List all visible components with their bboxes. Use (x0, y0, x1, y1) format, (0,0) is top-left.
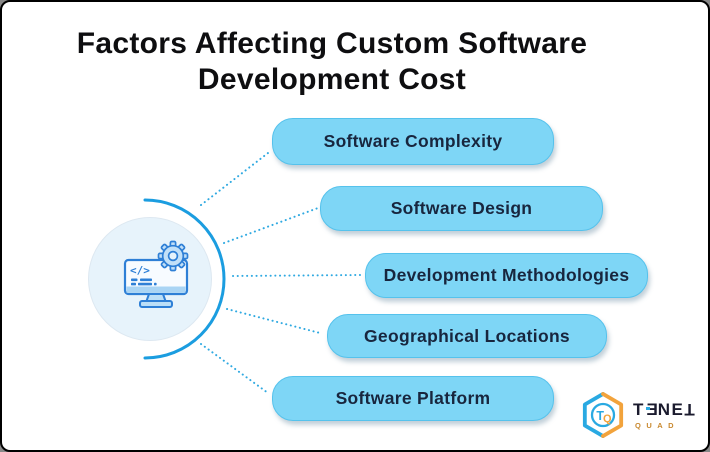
gear-icon (157, 240, 189, 272)
factor-label: Development Methodologies (383, 265, 630, 285)
connector-line-4 (226, 308, 321, 334)
logo-letter: N (657, 399, 672, 419)
factor-label: Software Design (390, 198, 533, 218)
logo-wordmark: TENET (633, 399, 697, 419)
factor-pill-software-design: Software Design (320, 186, 603, 231)
factor-pill-geographical-locations: Geographical Locations (327, 314, 607, 358)
brand-logo: T Q TENET QUAD (581, 391, 696, 439)
logo-subtext: QUAD (635, 420, 680, 430)
logo-letter: T (633, 399, 645, 419)
connector-line-3 (232, 274, 363, 277)
factor-label: Geographical Locations (364, 325, 570, 346)
logo-hexagon-icon: T Q (582, 392, 624, 438)
computer-code-gear-icon: </> (123, 240, 189, 308)
logo-letter-flipped: T (684, 399, 697, 419)
page-title-line2: Development Cost (197, 63, 467, 96)
monogram-q: Q (603, 413, 612, 425)
factor-label: Software Complexity (323, 131, 503, 151)
monogram-t: T (596, 409, 604, 423)
logo-accent-square (646, 406, 650, 410)
hub-arc (143, 198, 226, 360)
factor-label: Software Platform (335, 388, 491, 408)
connector-line-1 (200, 152, 269, 206)
hub-circle: </> (88, 217, 212, 341)
connector-line-2 (223, 207, 319, 244)
page-title-line1: Factors Affecting Custom Software (76, 27, 588, 60)
factor-pill-software-platform: Software Platform (272, 376, 554, 421)
code-brackets-glyph: </> (130, 264, 150, 277)
logo-letter: E (671, 399, 685, 419)
logo-text: TENET QUAD (633, 399, 697, 430)
factor-pill-development-methodologies: Development Methodologies (365, 253, 648, 298)
factor-pill-software-complexity: Software Complexity (272, 118, 554, 165)
connector-line-5 (200, 343, 269, 394)
page-title: Factors Affecting Custom Software Develo… (32, 26, 632, 98)
